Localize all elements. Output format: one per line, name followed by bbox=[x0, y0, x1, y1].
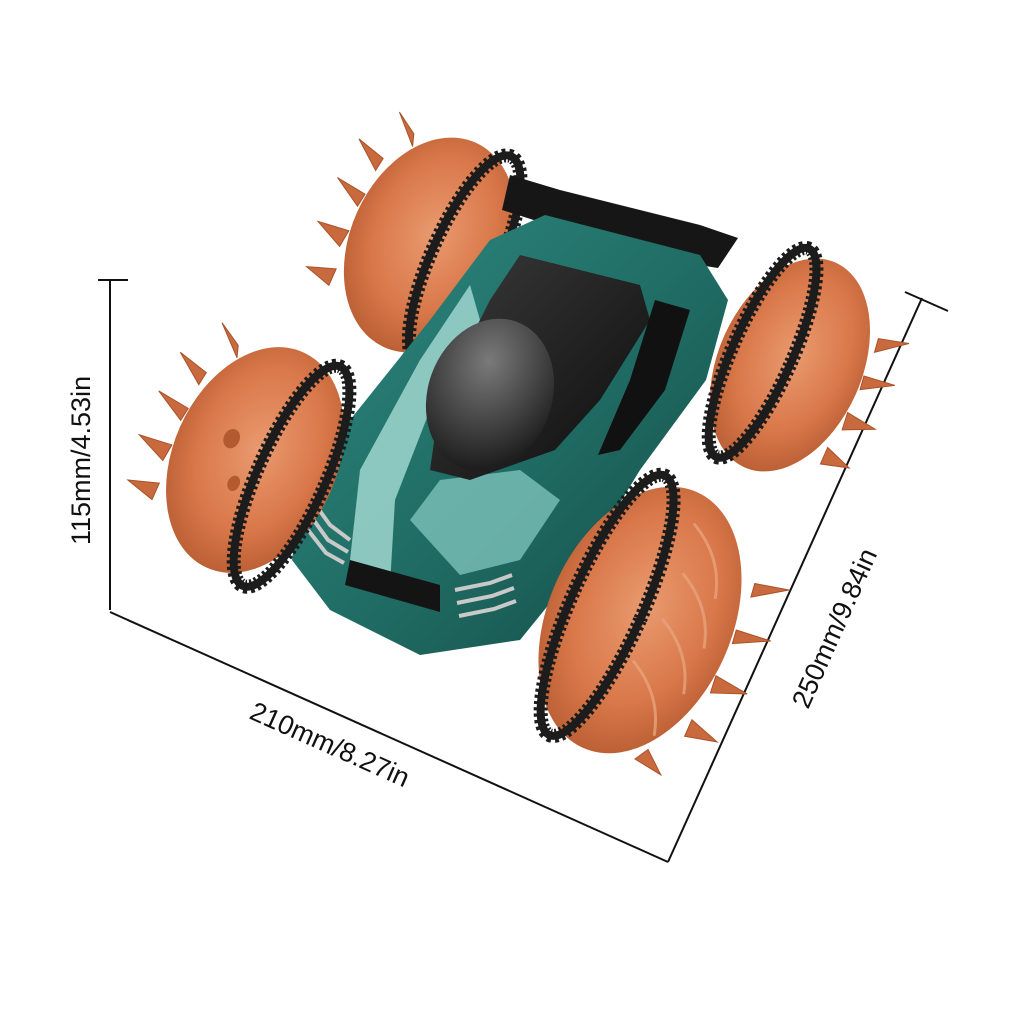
width-dimension-line bbox=[109, 611, 669, 863]
cockpit-dome bbox=[425, 318, 555, 472]
height-dimension-label: 115mm/4.53in bbox=[66, 376, 96, 545]
wheel-front-right bbox=[533, 467, 790, 777]
wheel-front-left bbox=[126, 322, 357, 594]
wheel-rear-right bbox=[701, 240, 910, 472]
body-highlight-center bbox=[410, 470, 560, 575]
side-window bbox=[598, 300, 690, 455]
length-tick-top bbox=[904, 291, 949, 312]
headlight-right bbox=[454, 573, 517, 618]
rc-car-illustration bbox=[126, 111, 910, 777]
dimension-lines bbox=[98, 279, 949, 863]
front-grille bbox=[345, 560, 440, 612]
length-dimension-line bbox=[667, 297, 923, 863]
rear-spoiler bbox=[502, 175, 738, 268]
